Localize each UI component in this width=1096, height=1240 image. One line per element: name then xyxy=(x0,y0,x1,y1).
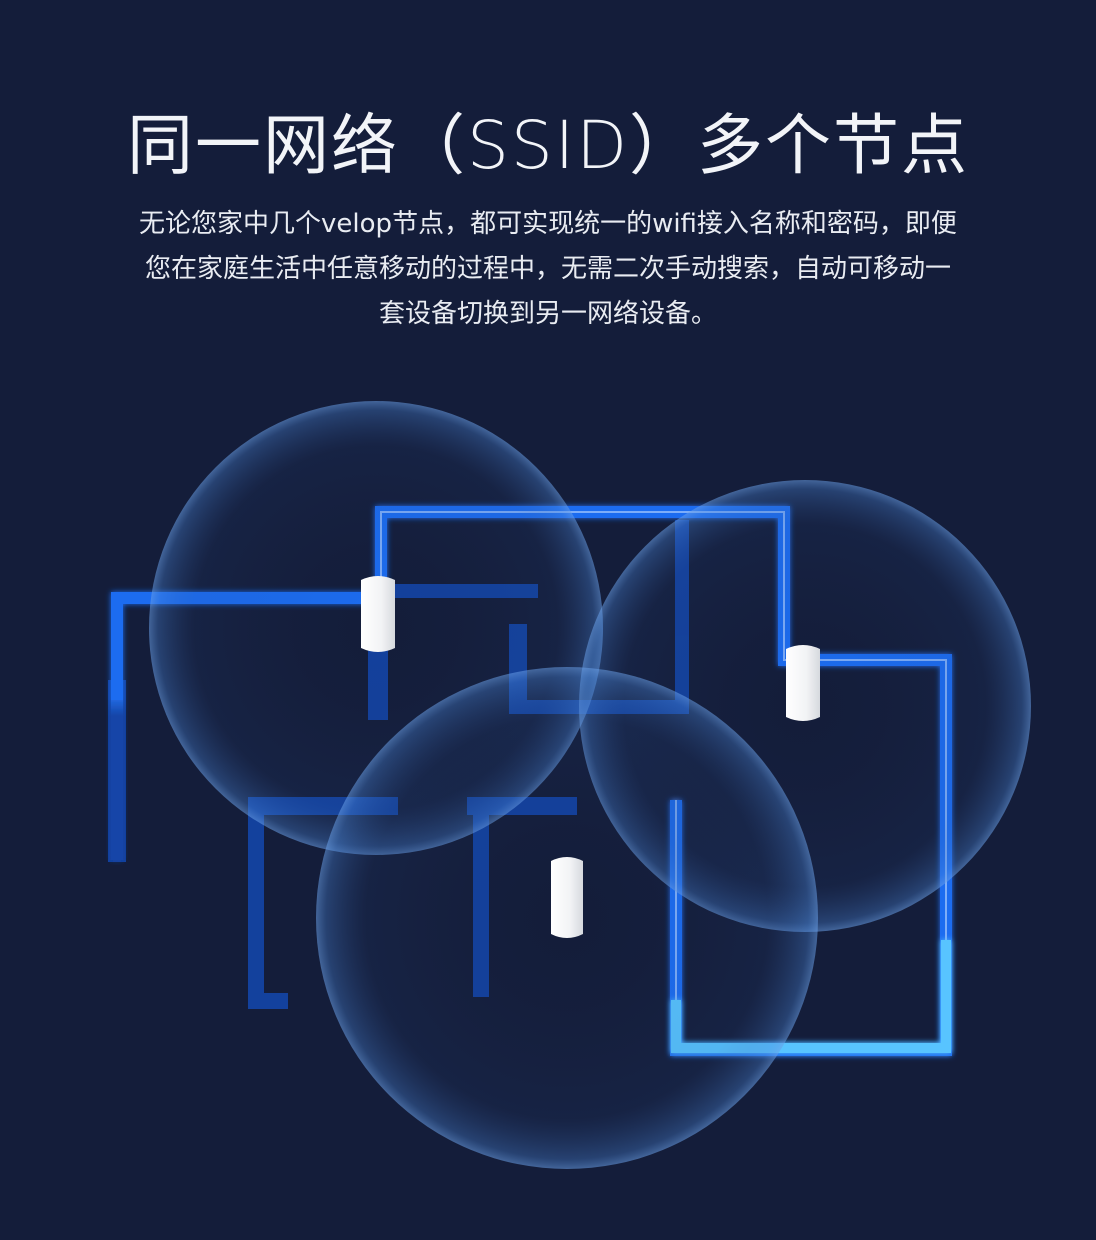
page-title: 同一网络（SSID）多个节点 xyxy=(126,107,970,184)
velop-node-icon xyxy=(786,645,820,721)
velop-node-icon xyxy=(551,857,583,938)
description-line: 套设备切换到另一网络设备。 xyxy=(378,299,717,329)
description: 无论您家中几个velop节点，都可实现统一的wifi接入名称和密码，即便 您在家… xyxy=(70,202,1026,337)
description-line: 无论您家中几个velop节点，都可实现统一的wifi接入名称和密码，即便 xyxy=(139,209,957,239)
velop-node-icon xyxy=(361,576,395,652)
description-line: 您在家庭生活中任意移动的过程中，无需二次手动搜索，自动可移动一 xyxy=(144,254,951,284)
mesh-network-diagram xyxy=(108,401,1031,1169)
